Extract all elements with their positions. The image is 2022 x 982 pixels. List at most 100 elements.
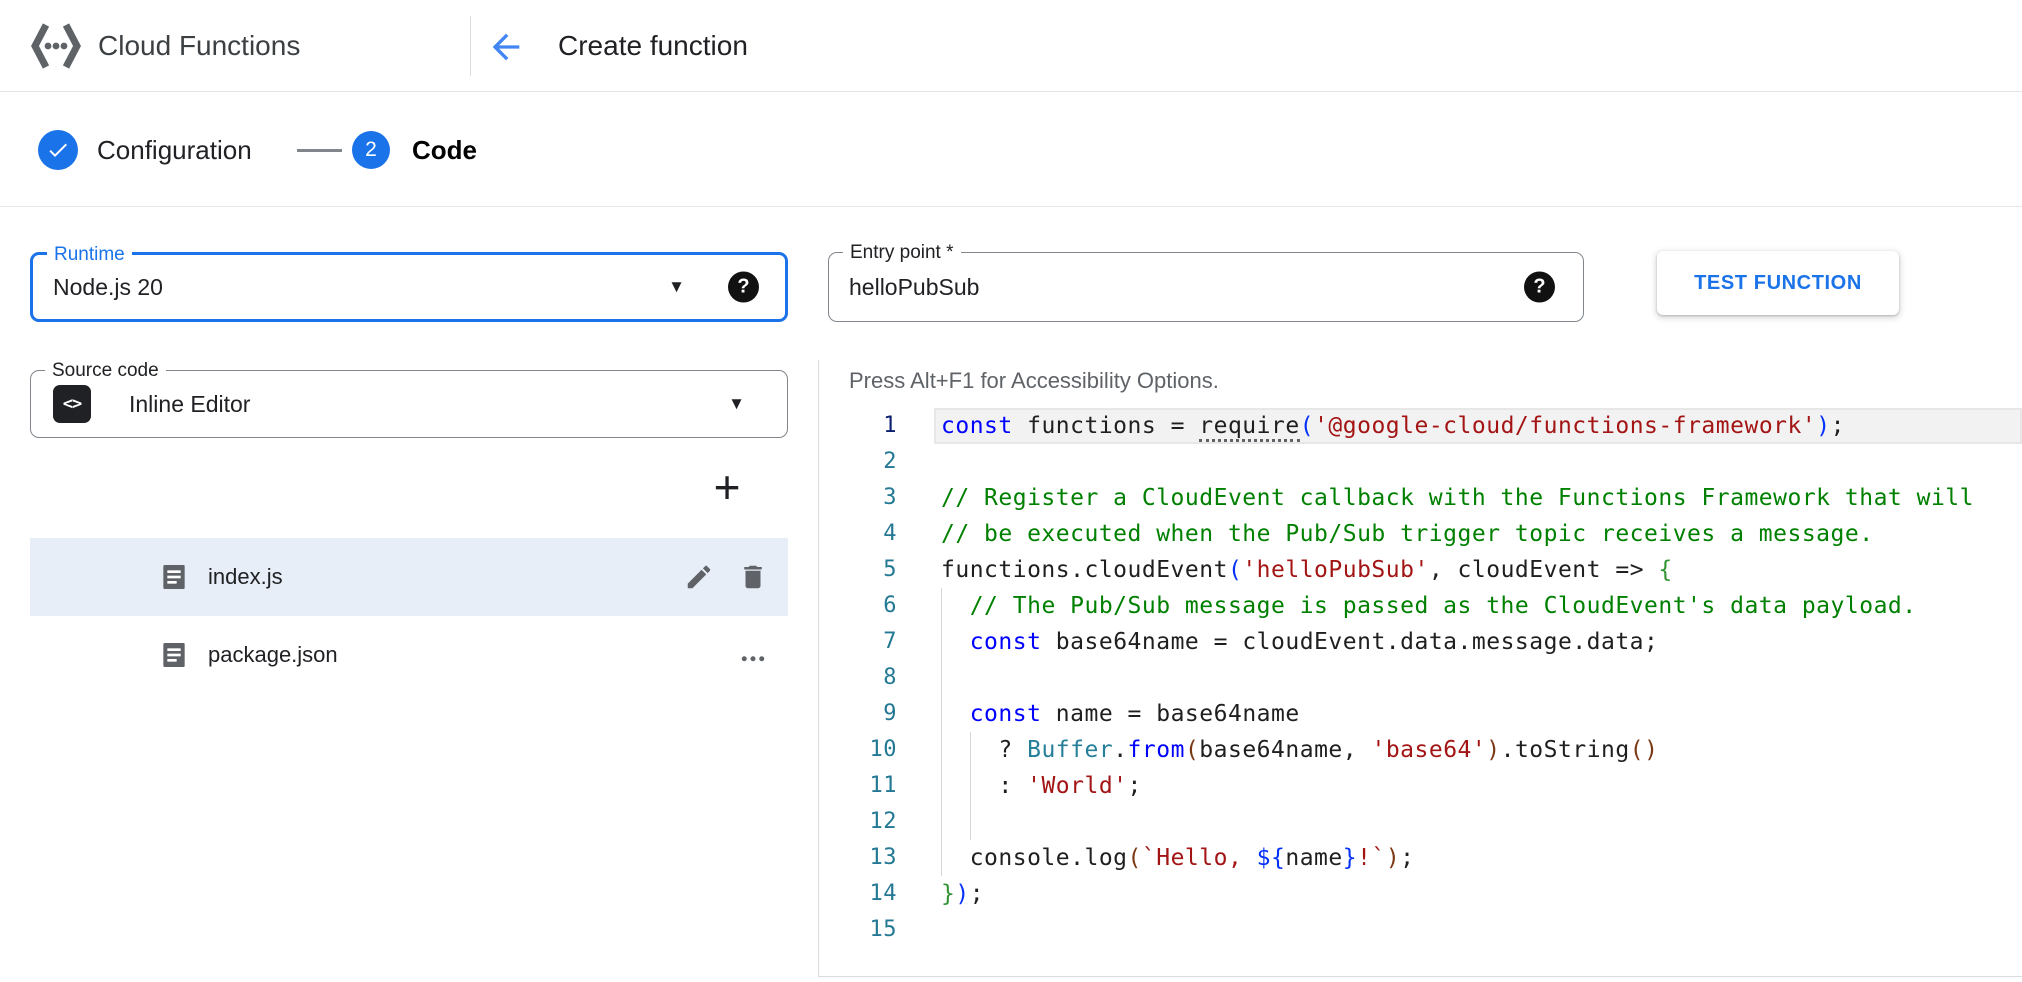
step-connector xyxy=(297,149,342,152)
header-divider xyxy=(470,16,471,76)
chevron-down-icon[interactable]: ▼ xyxy=(668,277,685,296)
test-function-button[interactable]: TEST FUNCTION xyxy=(1657,251,1899,315)
source-code-select[interactable]: Source code <> Inline Editor ▼ xyxy=(30,360,788,438)
indent-guide xyxy=(941,696,942,732)
code-line[interactable]: 9 const name = base64name xyxy=(819,696,2022,732)
code-line[interactable]: 2 xyxy=(819,444,2022,480)
add-file-icon[interactable]: + xyxy=(696,458,758,516)
code-line[interactable]: 8 xyxy=(819,660,2022,696)
file-actions xyxy=(684,562,768,592)
entry-point-value: helloPubSub xyxy=(849,273,980,300)
file-icon xyxy=(163,643,185,667)
code-line[interactable]: 15 xyxy=(819,912,2022,948)
code-token: '@google-cloud/functions-framework' xyxy=(1314,413,1817,439)
line-number: 5 xyxy=(883,557,897,582)
help-icon[interactable]: ? xyxy=(728,271,759,303)
line-number: 10 xyxy=(869,737,897,762)
indent-guide xyxy=(941,624,942,660)
indent-guide xyxy=(970,804,971,840)
indent-guide xyxy=(970,768,971,804)
line-number: 11 xyxy=(869,773,897,798)
code-token: console.log xyxy=(941,845,1128,871)
code-token: const xyxy=(941,413,1013,439)
step-code-number: 2 xyxy=(365,138,377,161)
edit-icon[interactable] xyxy=(684,562,714,592)
entry-point-field[interactable]: Entry point * helloPubSub ? xyxy=(828,242,1584,322)
accessibility-hint: Press Alt+F1 for Accessibility Options. xyxy=(849,368,1219,393)
code-token: `Hello, xyxy=(1141,845,1257,871)
code-line[interactable]: 3// Register a CloudEvent callback with … xyxy=(819,480,2022,516)
step-code-label[interactable]: Code xyxy=(412,135,477,165)
chevron-down-icon[interactable]: ▼ xyxy=(728,394,745,413)
code-line[interactable]: 10 ? Buffer.from(base64name, 'base64').t… xyxy=(819,732,2022,768)
line-number: 14 xyxy=(869,881,897,906)
code-token: const xyxy=(969,629,1042,655)
code-editor[interactable]: Press Alt+F1 for Accessibility Options. … xyxy=(818,360,2022,977)
line-number: 4 xyxy=(883,521,897,546)
code-line[interactable]: 13 console.log(`Hello, ${name}!`); xyxy=(819,840,2022,876)
code-line[interactable]: 6 // The Pub/Sub message is passed as th… xyxy=(819,588,2022,624)
code-line-content: }); xyxy=(934,876,2022,912)
code-token: functions.cloudEvent xyxy=(941,557,1228,583)
step-configuration-label[interactable]: Configuration xyxy=(97,135,252,165)
code-token: ) xyxy=(1644,737,1659,763)
code-token: ? xyxy=(941,737,1028,763)
code-line-content xyxy=(934,444,2022,480)
code-line[interactable]: 14}); xyxy=(819,876,2022,912)
step-configuration-check-icon[interactable] xyxy=(38,130,78,170)
code-token: 'World' xyxy=(1027,773,1128,799)
code-line-content: // be executed when the Pub/Sub trigger … xyxy=(934,516,2022,552)
back-arrow-icon[interactable] xyxy=(484,26,528,70)
indent-guide xyxy=(941,660,942,696)
code-line[interactable]: 11 : 'World'; xyxy=(819,768,2022,804)
code-token: // be executed when the Pub/Sub trigger … xyxy=(941,521,1874,547)
code-token: ( xyxy=(1227,557,1243,583)
code-line-content: const functions = require('@google-cloud… xyxy=(934,408,2022,444)
code-token: ${ xyxy=(1256,845,1286,871)
code-token: ) xyxy=(1816,413,1831,439)
code-token: // Register a CloudEvent callback with t… xyxy=(941,485,1974,511)
code-token xyxy=(941,593,970,619)
app-header: Cloud Functions Create function xyxy=(0,0,2022,92)
code-line[interactable]: 12 xyxy=(819,804,2022,840)
code-line[interactable]: 7 const base64name = cloudEvent.data.mes… xyxy=(819,624,2022,660)
file-row-package.json[interactable]: package.json xyxy=(30,616,788,694)
code-line-content: console.log(`Hello, ${name}!`); xyxy=(934,840,2022,876)
code-line-content xyxy=(934,660,2022,696)
file-name: index.js xyxy=(208,564,283,589)
code-token: functions = xyxy=(1012,413,1200,439)
indent-guide xyxy=(941,732,942,768)
code-line-content: const base64name = cloudEvent.data.messa… xyxy=(934,624,2022,660)
code-token: : xyxy=(941,773,1028,799)
code-token: require xyxy=(1199,413,1300,442)
runtime-select[interactable]: Runtime Node.js 20 ▼ ? xyxy=(30,244,788,322)
code-token: 'base64' xyxy=(1371,737,1487,763)
help-icon[interactable]: ? xyxy=(1524,271,1555,303)
file-row-index.js[interactable]: index.js xyxy=(30,538,788,616)
indent-guide xyxy=(941,768,942,804)
code-token xyxy=(941,629,970,655)
source-code-label: Source code xyxy=(45,360,166,382)
indent-guide xyxy=(941,840,942,876)
source-code-value: Inline Editor xyxy=(129,390,251,417)
line-number: 6 xyxy=(883,593,897,618)
code-line-content: ? Buffer.from(base64name, 'base64').toSt… xyxy=(934,732,2022,768)
step-code-circle[interactable]: 2 xyxy=(352,131,390,169)
code-line[interactable]: 4 // be executed when the Pub/Sub trigger… xyxy=(819,516,2022,552)
code-line-content: : 'World'; xyxy=(934,768,2022,804)
file-actions xyxy=(738,640,768,670)
delete-icon[interactable] xyxy=(738,562,768,592)
code-token: name xyxy=(1285,845,1343,871)
code-token: ; xyxy=(1127,773,1142,799)
more-icon[interactable] xyxy=(738,640,768,670)
code-line-content: // The Pub/Sub message is passed as the … xyxy=(934,588,2022,624)
line-number: 12 xyxy=(869,809,897,834)
code-token: from xyxy=(1127,737,1185,763)
line-number: 8 xyxy=(883,665,897,690)
code-token: base64name, xyxy=(1199,737,1372,763)
code-token: 'helloPubSub' xyxy=(1242,557,1429,583)
